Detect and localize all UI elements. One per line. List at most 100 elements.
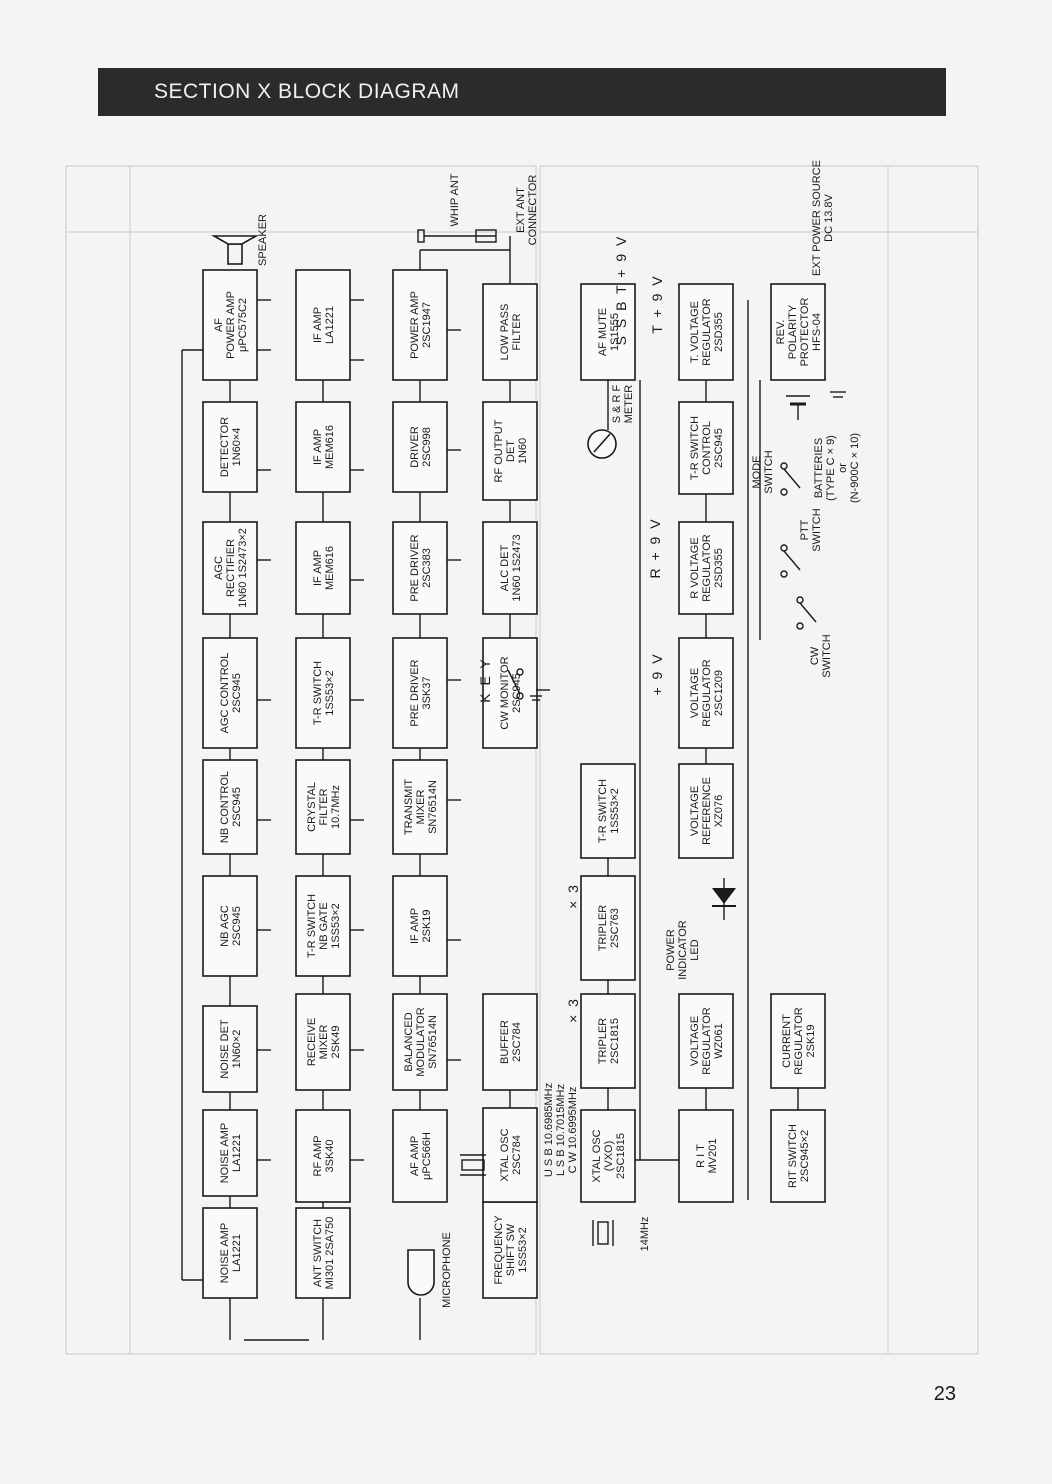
- block-driver: DRIVER2SC998: [392, 401, 448, 493]
- block-text: MEM616: [324, 546, 336, 590]
- block-text: WZ061: [713, 1023, 725, 1058]
- block-text: MODULATOR: [415, 1007, 427, 1076]
- block-text: 2SC784: [511, 1022, 523, 1062]
- block-af-power-amp: AFPOWER AMPμPC575C2: [202, 269, 258, 381]
- block-text: NOISE AMP: [219, 1123, 231, 1184]
- block-text: 2SC1815: [615, 1133, 627, 1179]
- power-led-label-2: INDICATOR: [677, 920, 689, 980]
- block-rev-polarity-protector: REV.POLARITYPROTECTORHFS-04: [770, 283, 826, 381]
- block-text: 2SC945: [231, 906, 243, 946]
- block-pre-driver-2sc383: PRE DRIVER2SC383: [392, 521, 448, 615]
- block-text: NOISE AMP: [219, 1223, 231, 1284]
- microphone-label: MICROPHONE: [441, 1232, 453, 1308]
- block-text: 2SK19: [805, 1024, 817, 1057]
- block-text: 2SD355: [713, 312, 725, 352]
- svg-text:ALC DET1N60 1S2473: ALC DET1N60 1S2473: [499, 534, 523, 601]
- block-text: RF AMP: [312, 1136, 324, 1177]
- block-tripler-1: TRIPLER2SC1815: [580, 993, 636, 1089]
- ptt-switch-icon: [780, 544, 801, 578]
- svg-text:T-R SWITCH1SS53×2: T-R SWITCH1SS53×2: [312, 661, 336, 725]
- ext-ant-label-1: EXT ANT: [515, 187, 527, 233]
- block-text: 1SS53×2: [330, 903, 342, 949]
- block-noise-amp-2: NOISE AMPLA1221: [202, 1109, 258, 1197]
- svg-text:XTAL OSC(VXO)2SC1815: XTAL OSC(VXO)2SC1815: [591, 1129, 627, 1182]
- block-text: FREQUENCY: [493, 1215, 505, 1285]
- block-nb-agc: NB AGC2SC945: [202, 875, 258, 977]
- block-xtal-osc: XTAL OSC2SC784: [482, 1107, 538, 1203]
- block-text: RIT SWITCH: [787, 1124, 799, 1188]
- block-text: PROTECTOR: [799, 298, 811, 367]
- whip-ant-label: WHIP ANT: [449, 173, 461, 226]
- block-if-amp-la1221: IF AMPLA1221: [295, 269, 351, 381]
- block-current-regulator: CURRENTREGULATOR2SK19: [770, 993, 826, 1089]
- block-rf-output-det: RF OUTPUTDET1N60: [482, 401, 538, 501]
- block-text: MIXER: [318, 1025, 330, 1060]
- svg-text:VOLTAGEREGULATOR2SC1209: VOLTAGEREGULATOR2SC1209: [689, 659, 725, 726]
- whip-antenna-icon: [417, 229, 497, 243]
- block-text: ANT SWITCH: [312, 1219, 324, 1287]
- mode-switch-label-2: SWITCH: [763, 450, 775, 493]
- block-voltage-reference: VOLTAGEREFERENCEXZ076: [678, 763, 734, 859]
- block-text: VOLTAGE: [689, 786, 701, 836]
- block-voltage-regulator-2sc1209: VOLTAGEREGULATOR2SC1209: [678, 637, 734, 749]
- r9v-label: R + 9 V: [647, 517, 663, 578]
- block-text: T-R SWITCH: [689, 416, 701, 480]
- block-transmit-mixer: TRANSMITMIXERSN76514N: [392, 759, 448, 855]
- svg-text:REV.POLARITYPROTECTORHFS-04: REV.POLARITYPROTECTORHFS-04: [775, 298, 823, 367]
- block-text: 1N60 1S2473: [511, 534, 523, 601]
- block-agc-rectifier: AGCRECTIFIER1N60 1S2473×2: [202, 521, 258, 615]
- svg-text:NOISE DET1N60×2: NOISE DET1N60×2: [219, 1019, 243, 1079]
- svg-text:FREQUENCYSHIFT SW1SS53×2: FREQUENCYSHIFT SW1SS53×2: [493, 1215, 529, 1285]
- block-text: AGC CONTROL: [219, 653, 231, 734]
- svg-text:NOISE AMPLA1221: NOISE AMPLA1221: [219, 1223, 243, 1284]
- block-text: IF AMP: [312, 550, 324, 586]
- block-text: IF AMP: [312, 429, 324, 465]
- svg-text:T-R SWITCHNB GATE1SS53×2: T-R SWITCHNB GATE1SS53×2: [306, 894, 342, 958]
- block-text: 1N60 1S2473×2: [237, 528, 249, 608]
- block-text: CONTROL: [701, 421, 713, 475]
- block-text: HFS-04: [811, 313, 823, 351]
- svg-text:R I TMV201: R I TMV201: [695, 1139, 719, 1174]
- block-text: SN76514N: [427, 1015, 439, 1069]
- block-text: REGULATOR: [701, 659, 713, 726]
- block-rf-amp: RF AMP3SK40: [295, 1109, 351, 1203]
- block-noise-det: NOISE DET1N60×2: [202, 1005, 258, 1093]
- block-text: PRE DRIVER: [409, 534, 421, 601]
- block-text: (VXO): [603, 1141, 615, 1172]
- power-led-label-1: POWER: [665, 929, 677, 971]
- block-text: RECTIFIER: [225, 539, 237, 597]
- svg-text:IF AMPLA1221: IF AMPLA1221: [312, 306, 336, 344]
- block-text: 2SC763: [609, 908, 621, 948]
- block-text: REGULATOR: [701, 534, 713, 601]
- block-text: DRIVER: [409, 426, 421, 468]
- block-text: TRANSMIT: [403, 779, 415, 836]
- svg-text:AF MUTE1S1555: AF MUTE1S1555: [597, 308, 621, 356]
- block-text: PRE DRIVER: [409, 659, 421, 726]
- block-r-voltage-regulator: R VOLTAGEREGULATOR2SD355: [678, 521, 734, 615]
- key-switch-icon: [507, 668, 550, 700]
- svg-text:LOW PASSFILTER: LOW PASSFILTER: [499, 304, 523, 361]
- svg-text:RF OUTPUTDET1N60: RF OUTPUTDET1N60: [493, 419, 529, 482]
- block-voltage-regulator-wz061: VOLTAGEREGULATORWZ061: [678, 993, 734, 1089]
- block-t-voltage-regulator: T. VOLTAGEREGULATOR2SD355: [678, 283, 734, 381]
- block-text: BALANCED: [403, 1012, 415, 1071]
- block-text: FILTER: [511, 313, 523, 350]
- mode-switch-icon: [780, 462, 801, 496]
- block-text: 2SC383: [421, 548, 433, 588]
- block-text: 10.7MHz: [330, 785, 342, 829]
- block-text: XZ076: [713, 795, 725, 827]
- block-alc-det: ALC DET1N60 1S2473: [482, 521, 538, 615]
- t9v-label: T + 9 V: [649, 274, 665, 333]
- freq-lsb: L S B 10.7015MHz: [555, 1084, 567, 1176]
- x3-b: × 3: [565, 997, 581, 1023]
- block-text: 2SC1947: [421, 302, 433, 348]
- block-text: POLARITY: [787, 304, 799, 359]
- block-text: LOW PASS: [499, 304, 511, 361]
- block-text: T-R SWITCH: [306, 894, 318, 958]
- ptt-switch-label-2: SWITCH: [811, 508, 823, 551]
- block-text: SN76514N: [427, 780, 439, 834]
- svg-text:CURRENTREGULATOR2SK19: CURRENTREGULATOR2SK19: [781, 1007, 817, 1074]
- svg-text:R VOLTAGEREGULATOR2SD355: R VOLTAGEREGULATOR2SD355: [689, 534, 725, 601]
- block-text: μPC575C2: [237, 298, 249, 352]
- block-text: 2SC945×2: [799, 1130, 811, 1182]
